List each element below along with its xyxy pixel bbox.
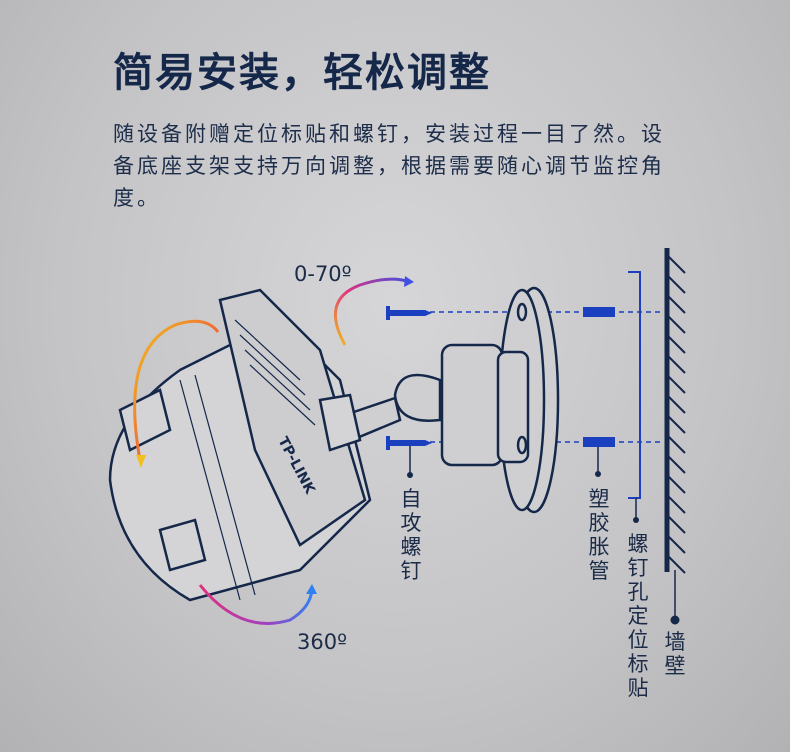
pan-angle-label: 360º — [297, 630, 347, 654]
mount-base — [343, 286, 560, 514]
tilt-angle-label: 0-70º — [294, 262, 352, 286]
label-wall: 墙壁 — [664, 630, 686, 678]
screw-bottom — [386, 436, 432, 450]
tilt-arrow-icon — [333, 277, 411, 346]
screw-top — [386, 306, 432, 320]
wall — [664, 248, 686, 625]
label-sticker: 螺钉孔定位标贴 — [627, 532, 649, 700]
label-anchor: 塑胶胀管 — [588, 487, 610, 583]
anchor-top — [583, 307, 615, 317]
rotate-arrow-icon-bottom — [198, 584, 314, 625]
camera-body — [108, 288, 372, 602]
label-screw: 自攻螺钉 — [400, 487, 422, 583]
description: 随设备附赠定位标贴和螺钉，安装过程一目了然。设备底座支架支持万向调整，根据需要随… — [113, 122, 665, 210]
sticker-bracket — [628, 271, 641, 499]
page-title: 简易安装，轻松调整 — [113, 50, 491, 96]
rotate-arrow-icon-top — [133, 319, 220, 461]
anchor-bottom — [583, 437, 615, 447]
